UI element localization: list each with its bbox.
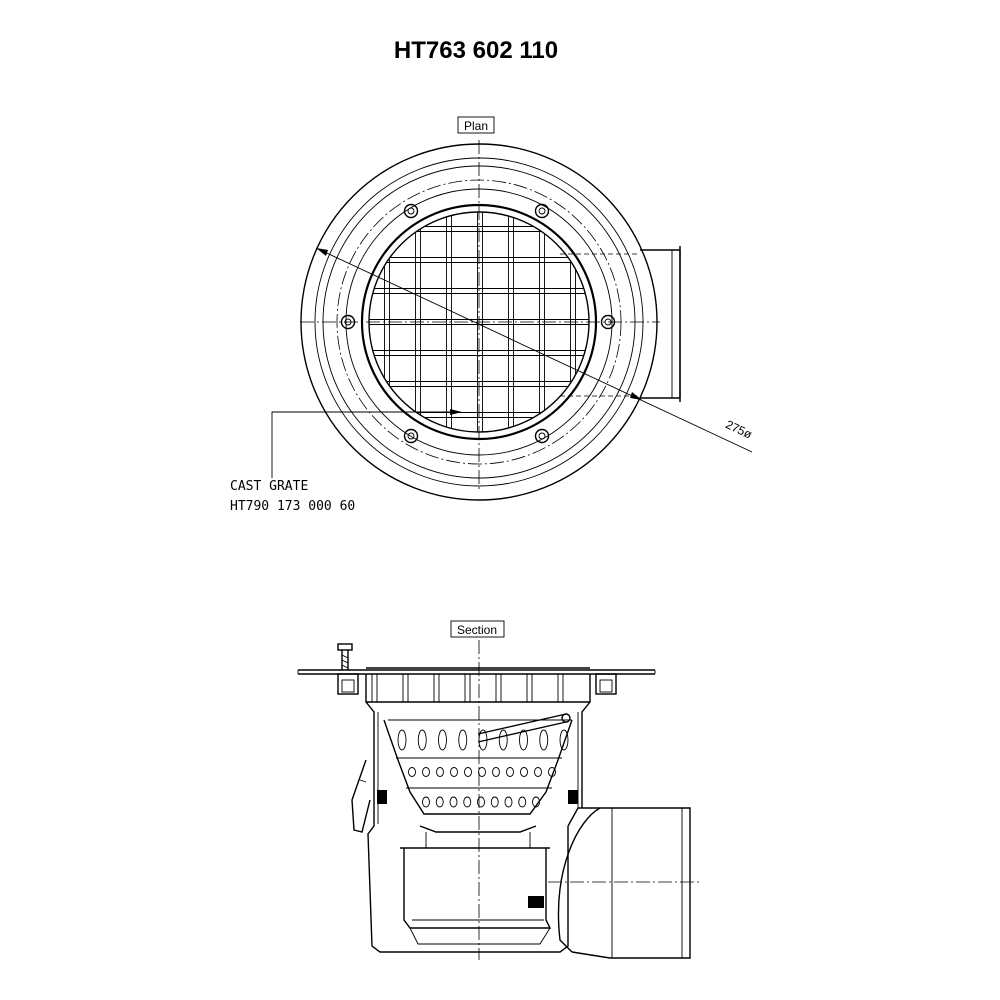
perforation-hole [532, 796, 540, 808]
perforation-hole [490, 796, 499, 808]
section-body [365, 701, 591, 953]
perforation-hole [422, 796, 430, 808]
cast-grate-leader [271, 409, 462, 478]
perforation-hole [504, 796, 513, 808]
plan-grate-rim [360, 203, 598, 441]
perforation-hole [548, 767, 556, 777]
section-trap-cup [383, 719, 573, 815]
perforation-hole [520, 767, 528, 777]
plan-bolt-holes [340, 203, 616, 444]
section-side-bracket [351, 759, 371, 833]
plan-outer-flange [300, 143, 658, 501]
perforation-hole [506, 767, 514, 777]
diameter-dimension: 275ø [315, 247, 755, 453]
perforation-hole [477, 796, 485, 808]
section-clamp-left [337, 673, 359, 695]
perforation-hole [417, 729, 427, 751]
perforation-hole [397, 729, 407, 751]
perforation-hole [534, 767, 542, 777]
perforation-hole [438, 729, 447, 751]
perforation-hole [422, 767, 430, 777]
perforation-hole [449, 796, 458, 808]
diameter-label: 275ø [723, 417, 754, 442]
callout-line-2: HT790 173 000 60 [230, 499, 355, 514]
perforation-hole [463, 796, 472, 808]
perforation-hole [436, 767, 444, 777]
perforation-hole [450, 767, 458, 777]
perforation-hole [518, 796, 527, 808]
perforation-hole [478, 767, 486, 777]
perforation-hole [464, 767, 472, 777]
section-seal-right [568, 790, 578, 804]
section-handle-rod [477, 713, 571, 743]
section-outlet-pipe [548, 807, 700, 959]
perforation-hole [435, 796, 444, 808]
section-view: Section [297, 620, 700, 960]
section-label: Section [457, 623, 497, 637]
perforation-hole [492, 767, 500, 777]
perforation-hole [559, 729, 569, 751]
section-screw [337, 643, 353, 670]
perforation-hole [408, 767, 416, 777]
section-grate [365, 667, 591, 703]
perforation-hole [539, 729, 549, 751]
perforation-hole [498, 729, 508, 751]
section-clamp-right [595, 673, 617, 695]
section-inner-pot [400, 825, 552, 945]
section-perforations [397, 729, 569, 808]
drawing-title: HT763 602 110 [394, 37, 558, 64]
perforation-hole [458, 729, 468, 751]
section-seal-left [377, 790, 387, 804]
section-label-box: Section [450, 620, 505, 638]
plan-label-box: Plan [457, 116, 495, 134]
plan-view: Plan [230, 116, 755, 514]
perforation-hole [519, 729, 528, 751]
plan-label: Plan [464, 119, 488, 133]
plan-outlet-pipe [640, 246, 681, 402]
callout-line-1: CAST GRATE [230, 479, 308, 494]
